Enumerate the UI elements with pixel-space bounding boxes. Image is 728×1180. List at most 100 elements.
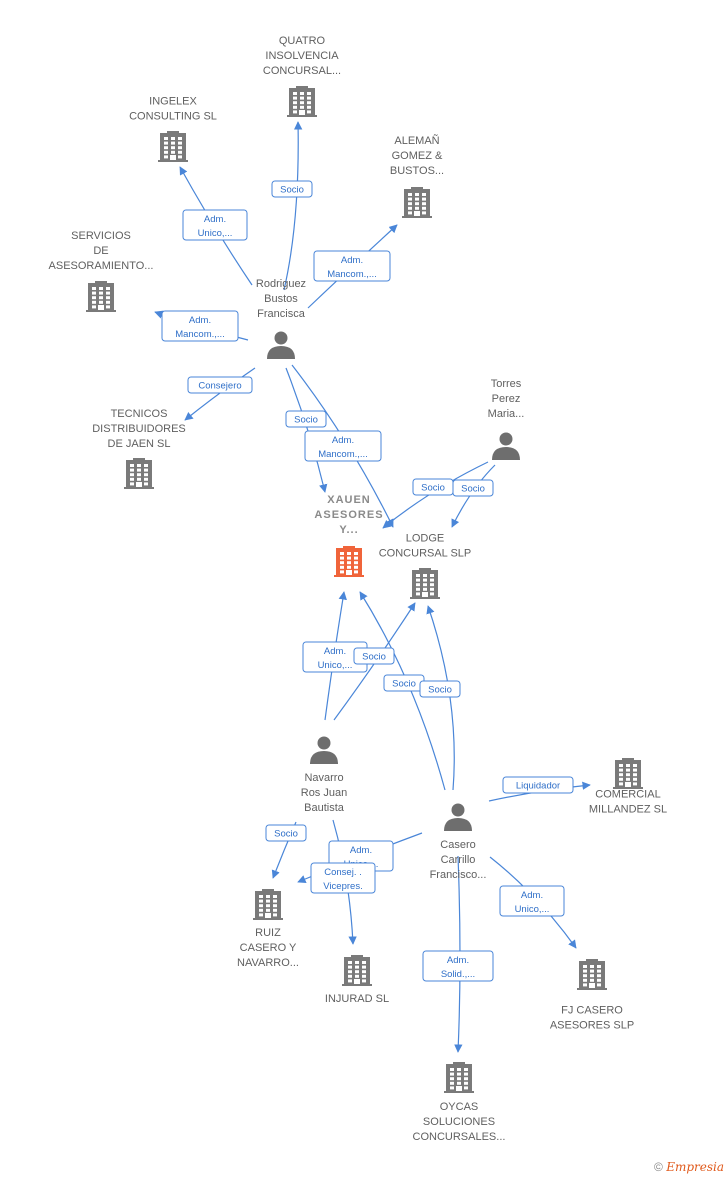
edge-label-rodriguez-to-aleman[interactable]: Adm. Mancom.,... (313, 250, 391, 282)
edge-label-text: Mancom.,... (175, 329, 225, 340)
edge-label-text: Adm. (341, 255, 363, 266)
node-label: Navarro (304, 772, 343, 784)
edge-labels-layer: SocioAdm.Unico,...Adm.Mancom.,...Adm.Man… (161, 180, 574, 982)
node-label: INJURAD SL (325, 993, 389, 1005)
node-injurad[interactable]: INJURAD SL (325, 955, 389, 1005)
edge-label-text: Vicepres. (323, 881, 362, 892)
edge-label-text: Consej. . (324, 867, 362, 878)
brand-logo[interactable]: Empresia (666, 1160, 724, 1174)
node-label: BUSTOS... (390, 165, 444, 177)
node-label: CONSULTING SL (129, 111, 217, 123)
edge-label-text: Adm. (204, 214, 226, 225)
edge-label-navarro-to-ruiz[interactable]: Socio (265, 824, 307, 842)
person-icon (444, 803, 472, 831)
node-label: INGELEX (149, 96, 197, 108)
edge-label-navarro-to-lodge[interactable]: Socio (353, 647, 395, 665)
edge-label-text: Mancom.,... (327, 269, 377, 280)
node-label: OYCAS (440, 1101, 479, 1113)
node-xauen[interactable]: XAUENASESORESY... (314, 494, 383, 577)
node-fjcasero[interactable]: FJ CASERO ASESORES SLP (550, 959, 634, 1032)
edge-label-text: Socio (428, 685, 452, 696)
edge-label-text: Adm. (332, 435, 354, 446)
edge-label-text: Socio (294, 415, 318, 426)
node-label: MILLANDEZ SL (589, 804, 667, 816)
edge-label-casero-to-lodge[interactable]: Socio (419, 680, 461, 698)
node-label: CONCURSALES... (413, 1131, 506, 1143)
node-label: DISTRIBUIDORES (92, 423, 186, 435)
building-icon (158, 131, 188, 162)
node-label: CASERO Y (240, 942, 297, 954)
node-label: Torres (491, 378, 522, 390)
node-label: Francisco... (430, 869, 487, 881)
edge-label-rodriguez-to-servicios[interactable]: Adm.Mancom.,... (161, 310, 239, 342)
person-icon (492, 432, 520, 460)
node-ingelex[interactable]: INGELEX CONSULTING SL (129, 96, 217, 163)
copyright-symbol: © (654, 1160, 663, 1174)
node-label: ASESORES SLP (550, 1020, 634, 1032)
node-label: Francisca (257, 308, 306, 320)
node-torres[interactable]: TorresPerezMaria... (488, 378, 525, 460)
edge-label-casero-to-xauen[interactable]: Socio (383, 674, 425, 692)
building-icon (402, 187, 432, 218)
person-icon (310, 736, 338, 764)
node-label: CONCURSAL... (263, 65, 341, 77)
node-label: LODGE (406, 533, 445, 545)
building-icon (342, 955, 372, 986)
edge-label-torres-to-lodge[interactable]: Socio (452, 479, 494, 497)
building-icon (124, 458, 154, 489)
edge-label-text: Mancom.,... (318, 449, 368, 460)
edge-label-text: Adm. (350, 845, 372, 856)
node-label: SERVICIOS (71, 230, 131, 242)
building-icon (444, 1062, 474, 1093)
node-lodge[interactable]: LODGE CONCURSAL SLP (379, 533, 472, 600)
edge-label-text: Socio (280, 185, 304, 196)
node-oycas[interactable]: OYCAS SOLUCIONES CONCURSALES... (413, 1062, 506, 1143)
node-servicios[interactable]: SERVICIOSDEASESORAMIENTO... (49, 230, 154, 312)
edge-label-rodriguez-to-lodge[interactable]: Adm. Mancom.,... (304, 430, 382, 462)
building-icon (613, 758, 643, 789)
node-label: RUIZ (255, 927, 281, 939)
node-label: Bautista (304, 802, 345, 814)
node-label: Ros Juan (301, 787, 347, 799)
node-label: NAVARRO... (237, 957, 299, 969)
edge-casero-to-lodge (426, 605, 455, 791)
edge-rodriguez-to-tecnicos (184, 367, 256, 421)
edge-label-rodriguez-to-ingelex[interactable]: Adm.Unico,... (182, 209, 248, 241)
edge-rodriguez-to-quatro (283, 121, 303, 291)
edge-label-torres-to-xauen[interactable]: Socio (412, 478, 454, 496)
edge-label-casero-to-ruiz[interactable]: Consej. . Vicepres. (310, 862, 376, 894)
node-label: FJ CASERO (561, 1005, 623, 1017)
building-icon (334, 546, 364, 577)
edge-label-text: Socio (362, 652, 386, 663)
edge-label-rodriguez-to-xauen[interactable]: Socio (285, 410, 327, 428)
node-label: DE (93, 245, 108, 257)
person-icon (267, 331, 295, 359)
edge-label-text: Socio (461, 484, 485, 495)
edge-label-text: Adm. (447, 955, 469, 966)
node-ruiz[interactable]: RUIZ CASERO Y NAVARRO... (237, 889, 299, 969)
node-comercial[interactable]: COMERCIAL MILLANDEZ SL (589, 758, 667, 816)
node-casero[interactable]: CaseroCarrilloFrancisco... (430, 803, 487, 882)
edge-label-text: Solid.,... (441, 969, 475, 980)
node-label: DE JAEN SL (108, 438, 171, 450)
edge-label-casero-to-comercial[interactable]: Liquidador (502, 776, 574, 794)
node-label: COMERCIAL (595, 789, 660, 801)
node-label: CONCURSAL SLP (379, 548, 472, 560)
edge-label-casero-to-fjcasero[interactable]: Adm.Unico,... (499, 885, 565, 917)
node-label: SOLUCIONES (423, 1116, 495, 1128)
edge-label-text: Adm. (324, 646, 346, 657)
node-label: Rodriguez (256, 278, 306, 290)
edge-label-rodriguez-to-quatro[interactable]: Socio (271, 180, 313, 198)
building-icon (253, 889, 283, 920)
edge-label-text: Liquidador (516, 781, 560, 792)
node-quatro[interactable]: QUATROINSOLVENCIACONCURSAL... (263, 35, 341, 117)
edge-label-rodriguez-to-tecnicos[interactable]: Consejero (187, 376, 253, 394)
edge-label-casero-to-oycas[interactable]: Adm. Solid.,... (422, 950, 494, 982)
edge-label-text: Unico,... (515, 904, 550, 915)
